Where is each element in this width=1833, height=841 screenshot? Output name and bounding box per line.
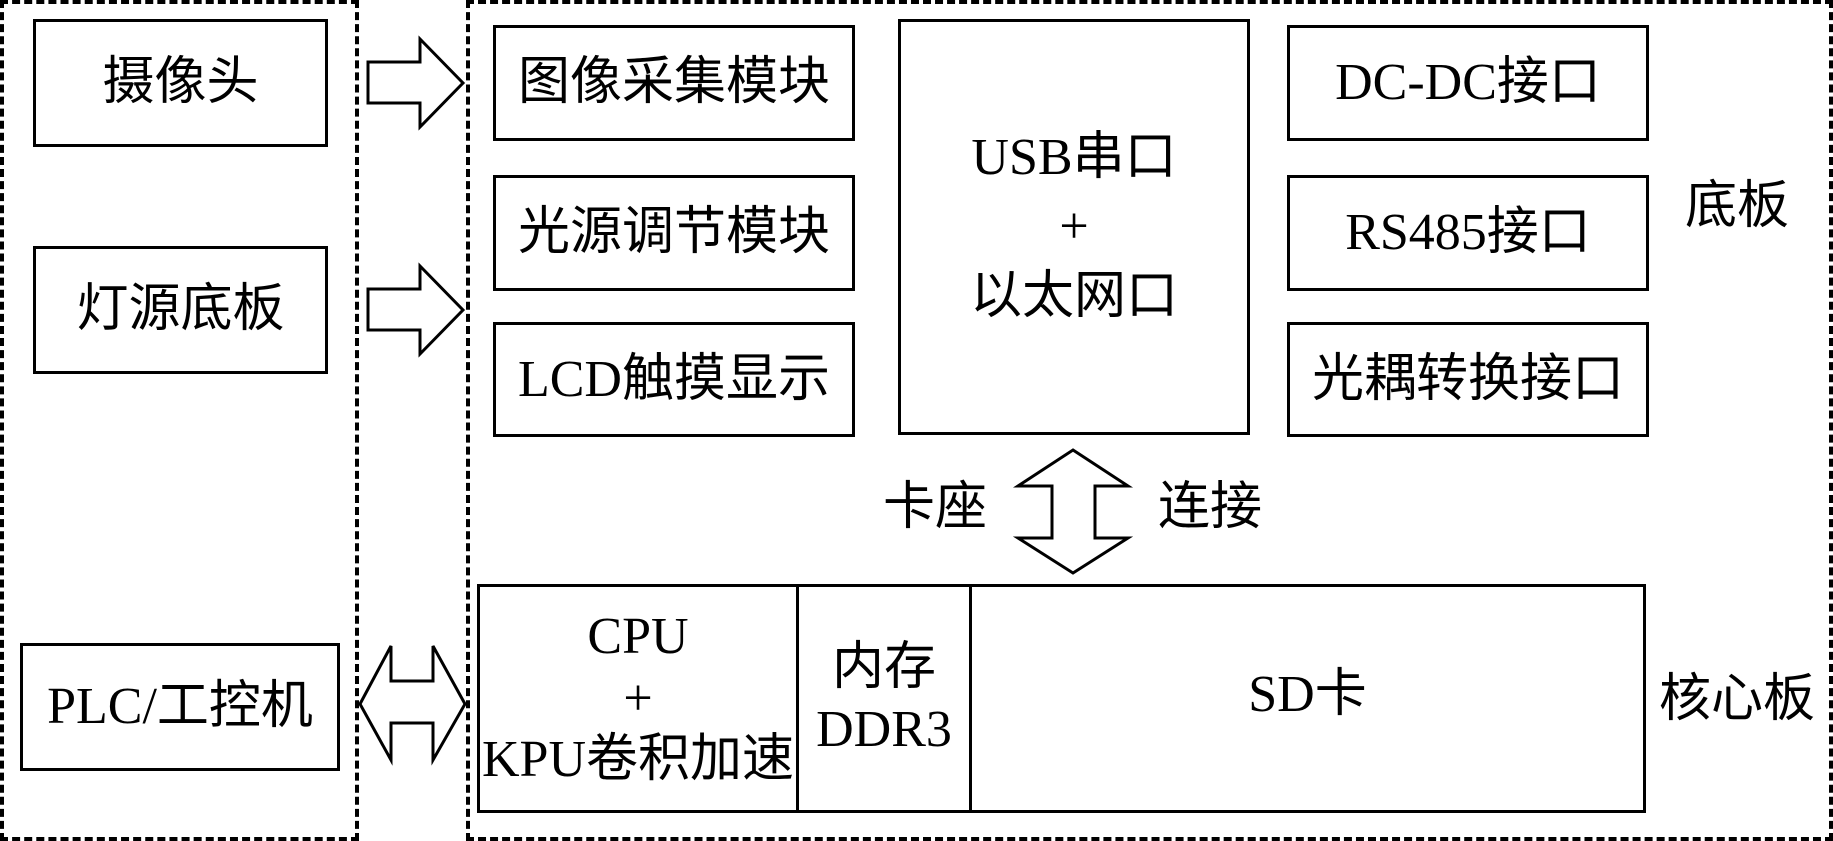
- system-board-group: [466, 0, 1833, 841]
- optocoupler-interface-module: 光耦转换接口: [1287, 322, 1649, 437]
- ddr3-label: DDR3: [816, 700, 952, 758]
- arrow-shape: [366, 262, 466, 358]
- usb-ethernet-text: USB串口 + 以太网口: [970, 127, 1178, 327]
- light-source-board-label: 灯源底板: [76, 281, 285, 339]
- optocoupler-interface-label: 光耦转换接口: [1311, 350, 1624, 408]
- plc-ipc-label: PLC/工控机: [47, 678, 313, 736]
- core-board-title: 核心板: [1658, 671, 1816, 728]
- dcdc-interface-module: DC-DC接口: [1287, 25, 1649, 141]
- plus-sign: +: [1059, 198, 1089, 256]
- memory-label: 内存: [831, 639, 936, 697]
- arrow-shape: [366, 35, 466, 131]
- light-adjust-label: 光源调节模块: [517, 204, 830, 262]
- base-board-title: 底板: [1684, 178, 1790, 235]
- kpu-label: KPU卷积加速: [481, 731, 795, 789]
- plc-ipc-block: PLC/工控机: [20, 643, 340, 771]
- external-devices-group: [0, 0, 359, 841]
- right-arrow-icon: [366, 35, 466, 131]
- connector-left-label: 卡座: [882, 479, 988, 536]
- lcd-touch-display-module: LCD触摸显示: [493, 322, 855, 437]
- bidirectional-vertical-arrow-icon: [1012, 448, 1134, 575]
- camera-block: 摄像头: [33, 19, 328, 147]
- image-capture-module: 图像采集模块: [493, 25, 855, 141]
- arrow-shape: [358, 645, 467, 766]
- light-source-board-block: 灯源底板: [33, 246, 328, 374]
- cpu-kpu-cell: CPU + KPU卷积加速: [480, 587, 796, 810]
- usb-ethernet-module: USB串口 + 以太网口: [898, 19, 1250, 435]
- ethernet-label: 以太网口: [969, 267, 1178, 325]
- bidirectional-horizontal-arrow-icon: [358, 645, 467, 766]
- rs485-interface-label: RS485接口: [1345, 204, 1591, 262]
- plus-sign: +: [623, 669, 653, 727]
- cpu-label: CPU: [587, 608, 689, 666]
- rs485-interface-module: RS485接口: [1287, 175, 1649, 291]
- lcd-touch-display-label: LCD触摸显示: [517, 350, 830, 408]
- usb-serial-label: USB串口: [971, 128, 1177, 186]
- sd-card-label: SD卡: [1248, 665, 1367, 723]
- sd-card-cell: SD卡: [969, 587, 1643, 810]
- right-arrow-icon: [366, 262, 466, 358]
- connector-right-label: 连接: [1157, 479, 1263, 536]
- dcdc-interface-label: DC-DC接口: [1335, 54, 1601, 112]
- core-board: CPU + KPU卷积加速 内存 DDR3 SD卡: [477, 584, 1646, 813]
- image-capture-label: 图像采集模块: [517, 54, 830, 112]
- arrow-shape: [1012, 448, 1134, 575]
- light-adjust-module: 光源调节模块: [493, 175, 855, 291]
- memory-ddr3-cell: 内存 DDR3: [796, 587, 969, 810]
- camera-label: 摄像头: [102, 54, 259, 112]
